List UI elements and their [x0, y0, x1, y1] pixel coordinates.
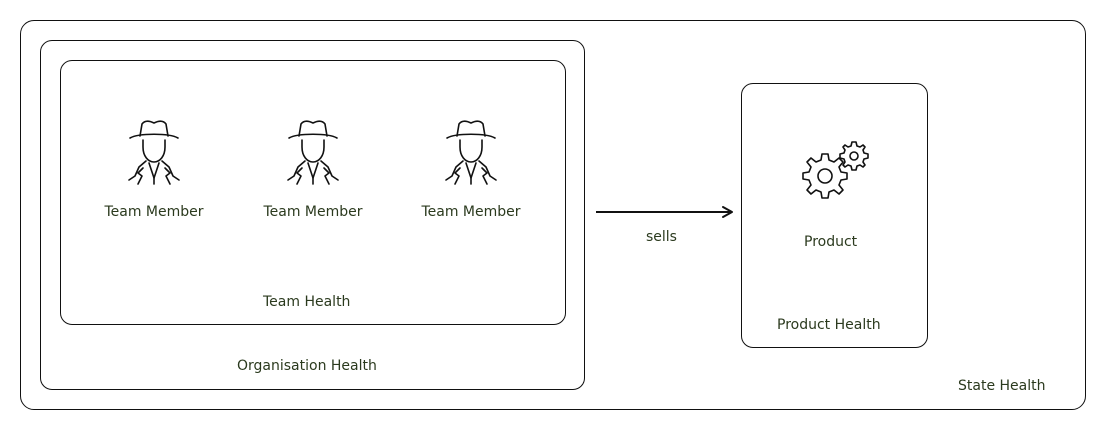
product-health-label: Product Health	[777, 317, 881, 333]
team-health-box	[60, 60, 566, 325]
product-health-box	[741, 83, 928, 348]
team-member-node: Team Member	[401, 116, 541, 220]
state-health-box	[20, 20, 1086, 410]
gears-icon	[802, 141, 869, 199]
product-node-label: Product	[804, 234, 858, 250]
spy-person-icon	[445, 120, 497, 185]
spy-person-icon	[128, 120, 180, 185]
team-member-label: Team Member	[104, 204, 204, 220]
organisation-health-label: Organisation Health	[237, 358, 377, 374]
sells-arrow	[596, 206, 733, 218]
team-health-label: Team Health	[263, 294, 351, 310]
team-member-label: Team Member	[263, 204, 363, 220]
sells-label: sells	[646, 229, 677, 245]
team-member-node: Team Member	[243, 116, 383, 220]
organisation-health-box	[40, 40, 585, 390]
spy-person-icon	[287, 120, 339, 185]
state-health-label: State Health	[958, 378, 1046, 394]
team-member-label: Team Member	[421, 204, 521, 220]
team-member-node: Team Member	[84, 116, 224, 220]
